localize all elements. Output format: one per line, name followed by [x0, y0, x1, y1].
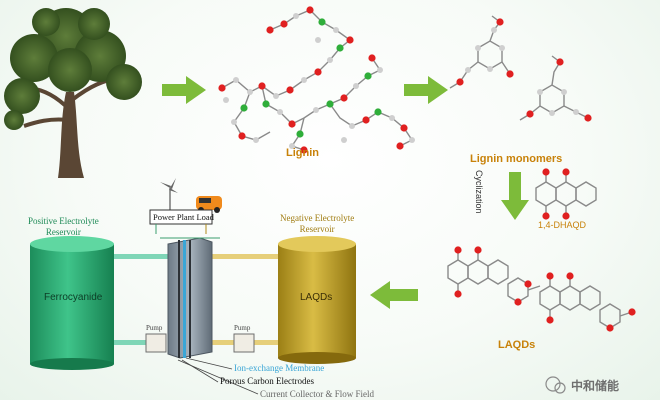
lignin-label: Lignin — [286, 147, 319, 159]
laqds-molecules — [447, 246, 636, 332]
arrow-tree-to-lignin — [162, 76, 206, 104]
negative-tank — [278, 236, 356, 364]
ferrocyanide-label: Ferrocyanide — [44, 292, 103, 303]
arrow-lignin-to-monomers — [404, 76, 448, 104]
laqds-tank-label: LAQDs — [300, 292, 333, 303]
power-plant-load-label: Power Plant Load — [153, 212, 214, 222]
porous-carbon-electrodes-label: Porous Carbon Electrodes — [220, 376, 314, 386]
pump-right — [233, 333, 255, 353]
positive-reservoir-label: Positive Electrolyte Reservoir — [28, 216, 99, 237]
cyclization-label: Cyclization — [474, 170, 484, 214]
pump-left — [145, 333, 167, 353]
pump-left-label: Pump — [146, 324, 163, 332]
pump-right-label: Pump — [234, 324, 251, 332]
lignin-molecule — [218, 6, 415, 154]
arrow-cyclization-down — [501, 172, 529, 220]
callout-lines — [177, 357, 259, 395]
arrow-laqds-to-tank — [370, 281, 418, 309]
tree-illustration — [4, 8, 142, 178]
current-collector-label: Current Collector & Flow Field — [260, 389, 374, 399]
power-plant-load — [149, 178, 222, 234]
ion-exchange-membrane-label: Ion-exchange Membrane — [234, 363, 325, 373]
laqds-label: LAQDs — [498, 339, 536, 351]
watermark-icon — [545, 376, 566, 394]
lignin-monomers-label: Lignin monomers — [470, 153, 563, 165]
negative-reservoir-label: Negative Electrolyte Reservoir — [280, 213, 355, 234]
lignin-monomer-molecules — [449, 15, 592, 122]
dhaqd-label: 1,4-DHAQD — [538, 220, 587, 230]
dhaqd-molecule — [535, 168, 597, 220]
positive-tank — [30, 236, 114, 370]
watermark-text: 中和储能 — [571, 379, 620, 393]
cell-stack — [160, 237, 220, 359]
